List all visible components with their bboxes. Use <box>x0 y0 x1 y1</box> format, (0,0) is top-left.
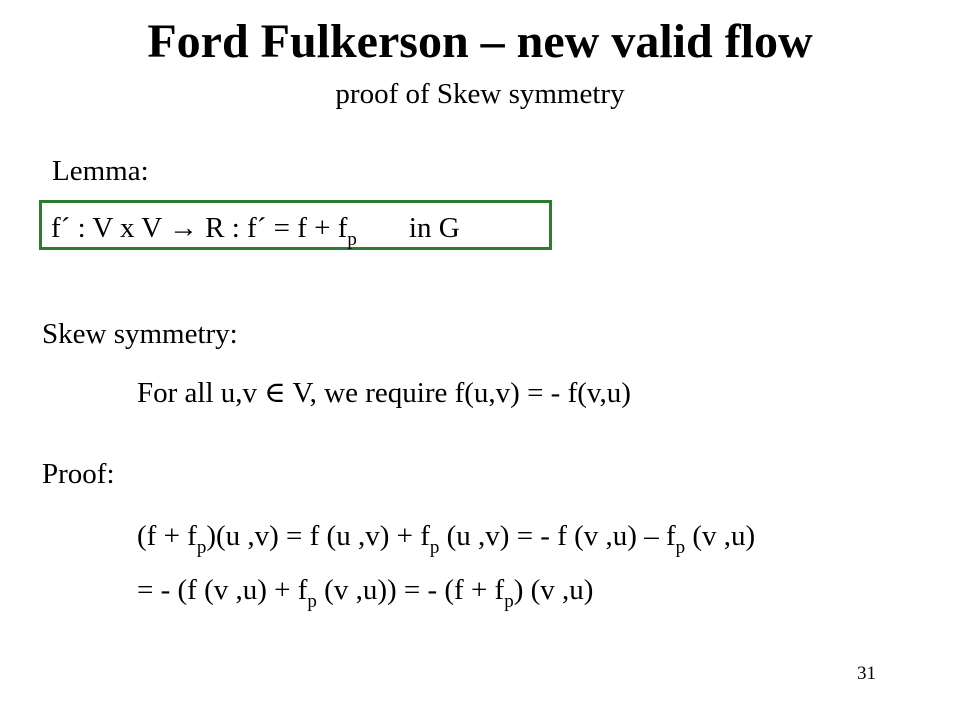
proof-line-1: (f + fp)(u ,v) = f (u ,v) + fp (u ,v) = … <box>137 520 756 557</box>
proof-line-2-sub: p <box>307 591 317 612</box>
lemma-formula-subscript: p <box>347 229 357 250</box>
lemma-formula-box: f´ : V x V → R : f´ = f + fp in G <box>39 200 552 250</box>
proof-line-1-part: )(u ,v) = f (u ,v) + f <box>206 520 430 552</box>
proof-line-2: = - (f (v ,u) + fp (v ,u)) = - (f + fp) … <box>137 574 594 611</box>
page-number: 31 <box>857 663 876 684</box>
lemma-label: Lemma: <box>52 155 149 187</box>
proof-line-1-part: (u ,v) = - f (v ,u) – f <box>439 520 676 552</box>
skew-statement: For all u,v ∈ V, we require f(u,v) = - f… <box>137 377 631 409</box>
slide-title: Ford Fulkerson – new valid flow <box>147 15 813 68</box>
proof-line-1-part: (v ,u) <box>685 520 756 552</box>
proof-line-2-part: (v ,u)) = - (f + f <box>316 574 505 606</box>
proof-line-1-sub: p <box>429 537 440 558</box>
slide-subtitle: proof of Skew symmetry <box>335 78 625 110</box>
lemma-formula-tail: in G <box>408 212 460 244</box>
proof-line-1-sub: p <box>196 537 207 558</box>
proof-line-2-part: = - (f (v ,u) + f <box>137 574 308 606</box>
proof-line-1-part: (f + f <box>137 520 197 552</box>
lemma-formula-main: f´ : V x V → R : f´ = f + f <box>51 212 348 244</box>
proof-label: Proof: <box>42 458 115 490</box>
skew-label: Skew symmetry: <box>42 318 238 350</box>
proof-line-2-part: ) (v ,u) <box>513 574 594 606</box>
proof-line-2-sub: p <box>504 591 514 612</box>
proof-line-1-sub: p <box>675 537 686 558</box>
